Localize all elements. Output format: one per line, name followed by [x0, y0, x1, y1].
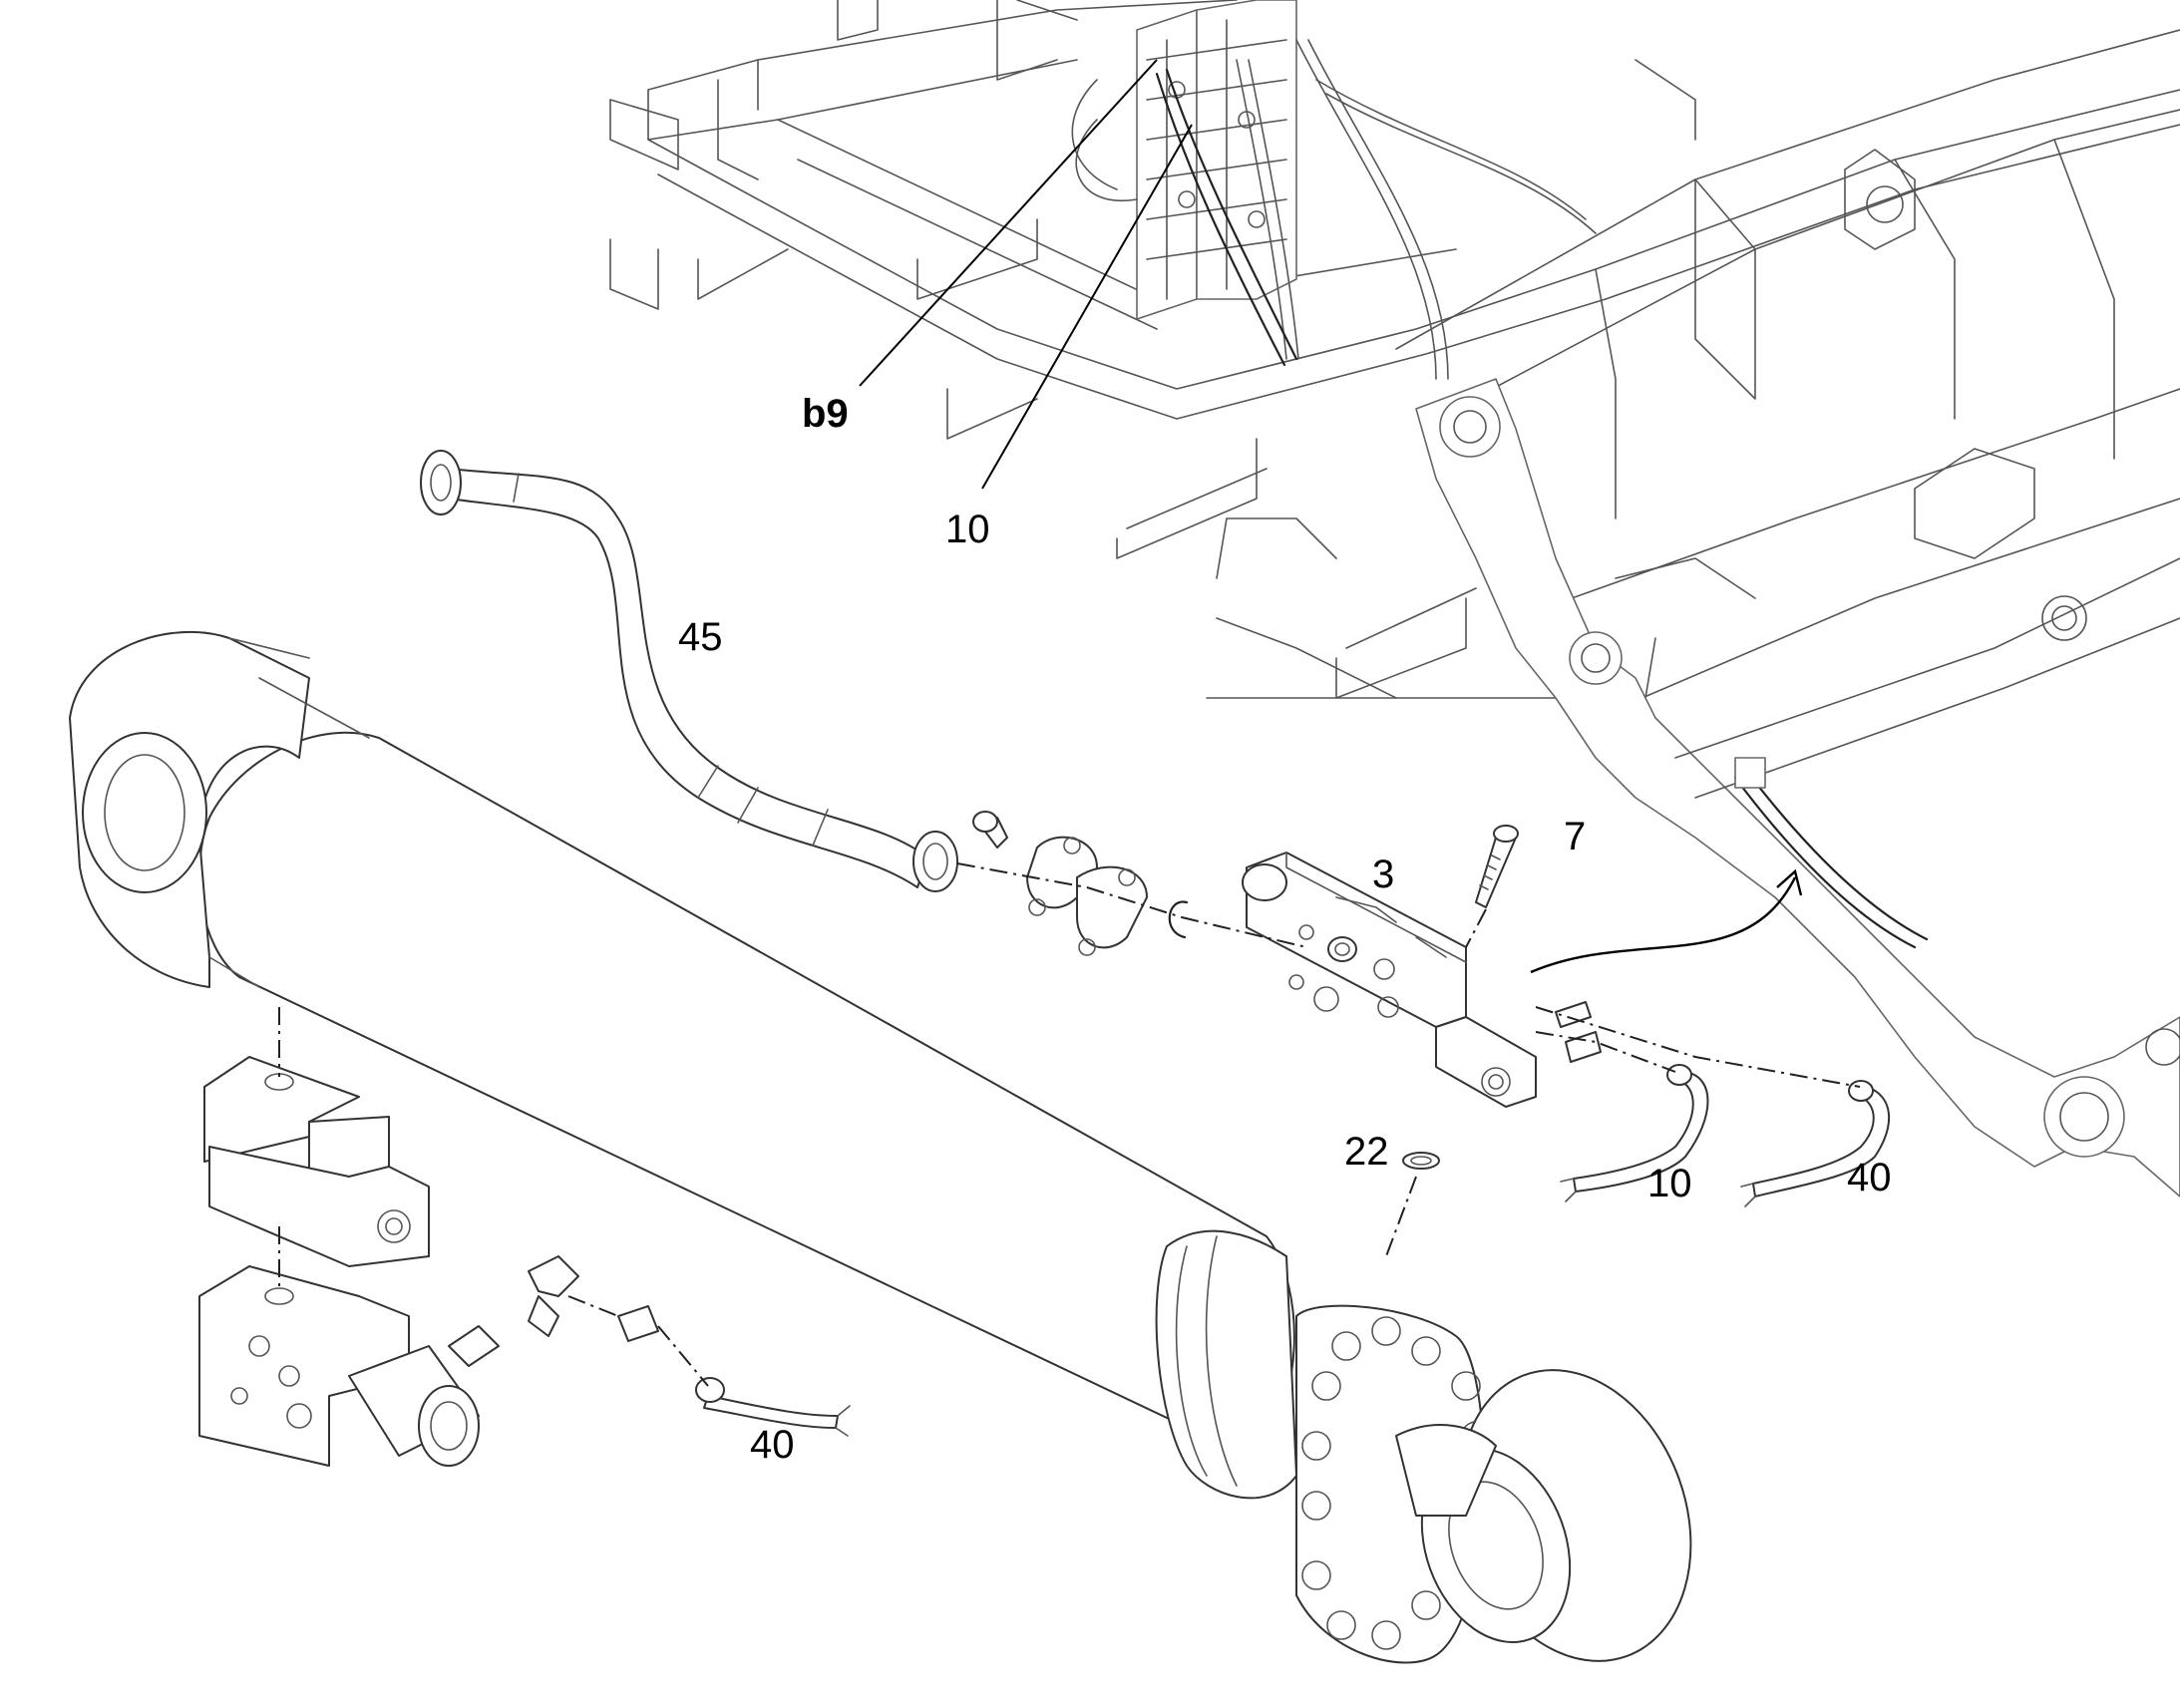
- callout-3: 3: [1372, 853, 1394, 896]
- callout-22: 22: [1344, 1130, 1389, 1174]
- hydraulic-pipe-45: [420, 450, 958, 892]
- callout-7: 7: [1564, 815, 1586, 858]
- hydraulic-cylinder: [69, 630, 1692, 1664]
- valve-block-3: [1242, 852, 1537, 1108]
- boom-arm: [1415, 378, 2180, 1197]
- left-manifold-assembly: [198, 1056, 851, 1467]
- flange-clamp-set: [972, 811, 1189, 956]
- seal-ring-22: [1402, 1152, 1440, 1170]
- fittings-right: [1555, 1001, 1890, 1207]
- chassis-frame: [609, 0, 2180, 719]
- control-valve-block: [1071, 0, 1597, 380]
- callout-40-bottom: 40: [750, 1423, 795, 1467]
- callout-10-top: 10: [945, 508, 990, 551]
- callout-45: 45: [678, 615, 723, 659]
- callout-leaders: [859, 59, 1193, 490]
- callout-40-right: 40: [1847, 1156, 1892, 1199]
- callout-10-right: 10: [1647, 1162, 1692, 1205]
- assembly-centerlines: [278, 862, 1861, 1387]
- routing-arrow: [1530, 868, 1803, 974]
- bolt-7: [1475, 825, 1519, 908]
- callout-b9: b9: [802, 392, 849, 436]
